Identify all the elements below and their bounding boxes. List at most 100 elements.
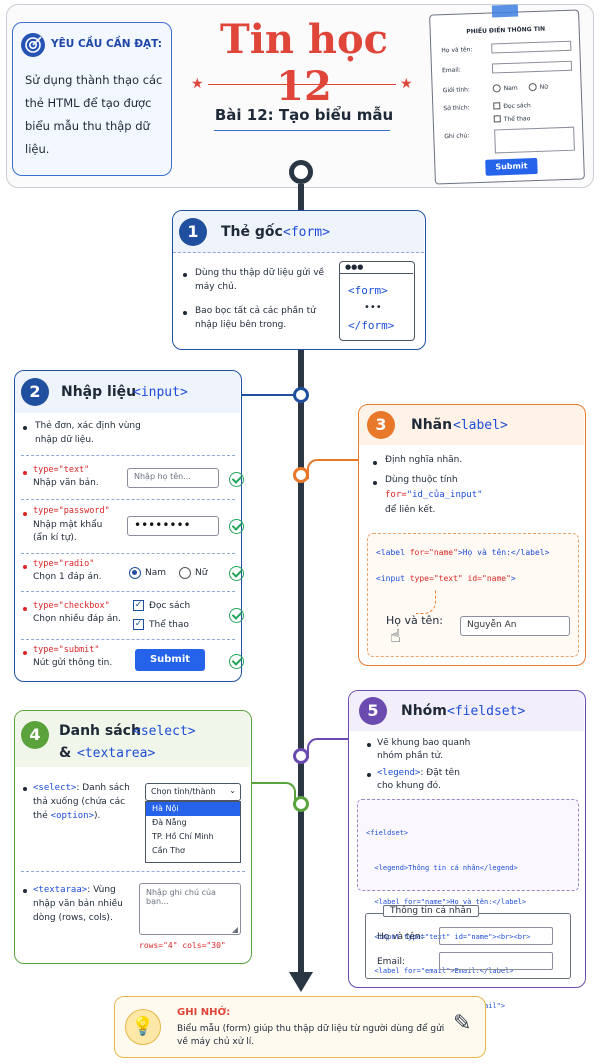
section-2-header	[15, 371, 240, 413]
code-form-close: </form>	[348, 319, 395, 332]
input-type-password: type="password"	[33, 506, 110, 516]
section-3-title: Nhãn	[411, 417, 453, 433]
fieldset-email-input[interactable]	[439, 952, 553, 970]
sample-submit-button[interactable]: Submit	[485, 157, 538, 176]
title-line	[208, 84, 396, 85]
fieldset-legend: Thông tin cá nhân	[383, 905, 479, 917]
connector-2	[240, 394, 294, 396]
section-form-card: 1 Thẻ gốc <form> Dùng thu thập dữ liệu g…	[172, 210, 426, 350]
code-line: <label for="email">Email:</label>	[366, 967, 514, 975]
check-icon	[229, 519, 244, 534]
checkbox-the-thao-label: Thể thao	[149, 620, 189, 630]
section-3-header	[359, 405, 584, 445]
check-icon	[229, 654, 244, 669]
section-4-amp: &	[59, 745, 72, 761]
timeline-top-node	[289, 160, 313, 184]
fieldset-code-box: <fieldset> <legend>Thông tin cá nhân</le…	[357, 799, 579, 1044]
section-5-header	[349, 691, 584, 731]
input-type-checkbox: type="checkbox"	[33, 601, 110, 611]
target-icon	[21, 33, 45, 57]
section-1-bullet-2: Bao bọc tất cả các phần tử nhập liệu bên…	[195, 306, 316, 330]
sample-checkbox-1[interactable]	[493, 102, 501, 110]
option[interactable]: Đà Nẵng	[152, 818, 187, 827]
goal-card: YÊU CẦU CẦN ĐẠT: Sử dụng thành thạo các …	[12, 22, 172, 176]
select-desc: <select>: Danh sách thả xuống (chứa các …	[33, 783, 130, 821]
checkbox-the-thao[interactable]: ✓	[133, 619, 144, 630]
sample-email-input[interactable]	[491, 60, 573, 74]
star-right-icon: ★	[400, 76, 413, 92]
section-4-header	[15, 711, 250, 767]
check-icon	[229, 566, 244, 581]
option[interactable]: Cần Thơ	[152, 846, 185, 855]
input-type-password-desc: Nhập mật khẩu (ẩn kí tự).	[33, 520, 103, 543]
input-type-radio-desc: Chọn 1 đáp án.	[33, 572, 102, 582]
code-form-dots: •••	[364, 302, 382, 313]
section-4-number: 4	[21, 721, 49, 749]
select-options-list[interactable]: Hà Nội Đà Nẵng TP. Hồ Chí Minh Cần Thơ	[145, 801, 241, 863]
form-code-window: ●●● <form> ••• </form>	[339, 261, 415, 341]
section-3-bullet-1: Định nghĩa nhãn.	[385, 455, 463, 465]
section-3-tag: <label>	[453, 418, 508, 433]
sample-name-input[interactable]	[491, 40, 572, 54]
goal-body: Sử dụng thành thạo các thẻ HTML để tạo đ…	[25, 73, 163, 156]
sample-gender-label: Giới tính:	[442, 86, 471, 95]
sample-note-textarea[interactable]	[494, 126, 575, 154]
textarea-placeholder: Nhập ghi chú của bạn...	[146, 888, 216, 906]
node-5	[293, 748, 309, 764]
submit-button-demo[interactable]: Submit	[135, 649, 205, 671]
password-input-demo[interactable]: ••••••••	[127, 516, 219, 536]
section-4-tag-textarea: <textarea>	[77, 746, 156, 761]
sample-checkbox-2[interactable]	[493, 115, 501, 123]
chevron-down-icon: ⌄	[229, 786, 236, 795]
section-input-card: 2 Nhập liệu <input> Thẻ đơn, xác định vù…	[14, 370, 244, 682]
for-value: "id_của_input"	[406, 490, 483, 500]
sample-form-title: PHIẾU ĐIỀN THÔNG TIN	[466, 25, 546, 36]
node-3	[293, 467, 309, 483]
section-2-tag: <input>	[133, 385, 188, 400]
fieldset-name-input[interactable]	[439, 927, 553, 945]
section-fieldset-card: 5 Nhóm <fieldset> Vẽ khung bao quanh nhó…	[348, 690, 586, 1044]
radio-nu[interactable]	[179, 567, 191, 579]
input-type-radio: type="radio"	[33, 559, 95, 569]
section-select-card: 4 Danh sách <select> & <textarea> <selec…	[14, 710, 252, 964]
section-3-bullet-2: Dùng thuộc tính	[385, 475, 458, 485]
code-line: <legend>Thông tin cá nhân</legend>	[366, 863, 518, 872]
note-title: GHI NHỚ:	[177, 1007, 231, 1018]
code-form-open: <form>	[348, 284, 388, 297]
tape-icon	[491, 4, 519, 18]
option-selected[interactable]: Hà Nội	[146, 802, 240, 816]
demo-label-text[interactable]: Họ và tên:	[386, 614, 444, 627]
checkbox-doc-sach[interactable]: ✓	[133, 600, 144, 611]
section-4-title: Danh sách	[59, 723, 141, 739]
select-dropdown[interactable]: Chọn tỉnh/thành ⌄	[145, 783, 241, 801]
sample-note-label: Ghi chú:	[444, 132, 470, 141]
textarea-demo[interactable]: Nhập ghi chú của bạn... ◢	[139, 883, 241, 935]
section-5-title: Nhóm	[401, 703, 447, 719]
code-line: <input type="text" id="name"><br><br>	[366, 932, 531, 941]
hand-pointer-icon: ☝	[390, 626, 401, 647]
label-code-line: <label for="name">Họ và tên:</label>	[376, 548, 550, 557]
check-icon	[229, 472, 244, 487]
section-5-bullet-1: Vẽ khung bao quanh nhóm phần tử.	[377, 738, 471, 761]
section-2-intro: Thẻ đơn, xác định vùng nhập dữ liệu.	[35, 421, 141, 445]
subtitle-underline	[214, 130, 390, 131]
input-type-submit: type="submit"	[33, 645, 100, 655]
connector-3	[307, 459, 362, 479]
section-1-title: Thẻ gốc	[221, 224, 283, 240]
fieldset-name-label: Họ và tên:	[377, 932, 424, 942]
sample-radio-female[interactable]	[528, 82, 537, 92]
radio-nam-selected[interactable]	[129, 567, 141, 579]
text-input-demo[interactable]: Nhập họ tên...	[127, 468, 219, 488]
sample-form-paper: PHIẾU ĐIỀN THÔNG TIN Họ và tên: Email: G…	[429, 4, 585, 185]
section-1-bullet-1: Dùng thu thập dữ liệu gửi về máy chủ.	[195, 268, 325, 292]
sample-hobby-label: Sở thích:	[443, 104, 470, 113]
input-type-checkbox-desc: Chọn nhiều đáp án.	[33, 614, 121, 624]
section-5-bullet-2: <legend>: Đặt tên cho khung đó.	[377, 768, 460, 791]
sample-radio-male[interactable]	[492, 84, 501, 93]
section-5-tag: <fieldset>	[447, 704, 526, 719]
demo-name-input[interactable]: Nguyễn An	[460, 616, 570, 636]
radio-nam-label: Nam	[145, 568, 167, 578]
sample-male-label: Nam	[503, 84, 518, 93]
option[interactable]: TP. Hồ Chí Minh	[152, 832, 214, 841]
sample-email-label: Email:	[441, 66, 461, 75]
